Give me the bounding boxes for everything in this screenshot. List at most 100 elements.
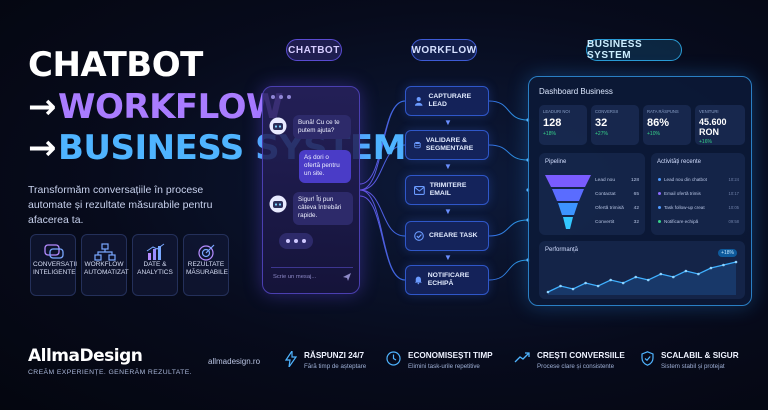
performance-point-0 — [546, 290, 550, 294]
chat-message-bot: Bună! Cu ce te putem ajuta? — [293, 115, 351, 140]
benefit-subtitle: Elimini task-urile repetitive — [408, 363, 480, 370]
workflow-step-capture-lead: CAPTURARE LEAD — [405, 86, 489, 116]
kpi-value: 32 — [595, 117, 608, 129]
feature-tile-workflow: WORKFLOW AUTOMATIZAT — [81, 234, 129, 296]
performance-badge: +18% — [718, 249, 737, 257]
kpi-card-leads: LEADURI NOI 128 +18% — [539, 105, 587, 145]
performance-point-14 — [722, 263, 725, 267]
performance-point-8 — [646, 278, 650, 282]
pipeline-row: Lead nou 128 — [595, 178, 639, 183]
arrow-down-icon: ▼ — [444, 118, 452, 127]
database-icon — [414, 141, 421, 149]
chat-message-user: Aș dori o ofertă pentru un site. — [299, 150, 351, 183]
kpi-value: 45.600 RON — [699, 117, 727, 137]
pipeline-row-label: Convertit — [595, 220, 615, 225]
performance-point-12 — [697, 272, 700, 276]
activity-label: Email ofertă trimis — [664, 191, 701, 196]
arrow-right-icon: → — [28, 87, 57, 127]
benefit-title: CREȘTI CONVERSIILE — [537, 351, 625, 360]
pipeline-row-value: 42 — [633, 206, 639, 211]
benefit-title: RĂSPUNZI 24/7 — [304, 351, 365, 360]
performance-title: Performanță — [545, 247, 579, 253]
funnel-stage-2 — [552, 189, 584, 201]
performance-card: Performanță +18% — [539, 241, 745, 299]
feature-tile-conversations: CONVERSAȚII INTELIGENTE — [30, 234, 78, 296]
bot-avatar-icon — [269, 117, 287, 135]
workflow-step-label: NOTIFICARE ECHIPĂ — [427, 271, 470, 287]
arrow-right-icon: → — [28, 128, 57, 168]
funnel-chart — [545, 175, 591, 229]
bell-icon — [414, 276, 422, 285]
bar-chart-icon — [133, 235, 177, 261]
pipeline-card: Pipeline Lead nou 128 Contactat 65 Ofertă … — [539, 153, 645, 235]
performance-point-15 — [734, 260, 738, 264]
pipeline-row-label: Lead nou — [595, 178, 616, 183]
hero-title-workflow: →WORKFLOW — [28, 87, 284, 127]
workflow-step-label: CREARE TASK — [429, 231, 478, 239]
activity-row: Lead nou din chatbot — [658, 177, 707, 182]
performance-point-11 — [684, 269, 688, 273]
workflow-step-label: CAPTURARE LEAD — [428, 92, 472, 108]
feature-label: WORKFLOW AUTOMATIZAT — [84, 261, 129, 277]
benefit-title: ECONOMISEȘTI TIMP — [408, 351, 493, 360]
performance-point-2 — [571, 287, 575, 291]
activity-row: Task follow-up creat — [658, 205, 705, 210]
feature-tile-analytics: DATE & ANALYTICS — [132, 234, 178, 296]
performance-point-3 — [584, 281, 587, 285]
arrow-down-icon: ▼ — [444, 162, 452, 171]
kpi-delta: +18% — [543, 131, 556, 137]
hero-tagline: Transformăm conversațiile în procese aut… — [28, 184, 213, 227]
pipeline-row-label: Contactat — [595, 192, 616, 197]
funnel-stage-1 — [545, 175, 591, 187]
arrow-down-icon: ▼ — [444, 253, 452, 262]
performance-line-chart — [546, 260, 738, 295]
funnel-stage-4 — [563, 217, 573, 229]
feature-label: CONVERSAȚII INTELIGENTE — [33, 261, 78, 277]
activity-time: 09:58 — [728, 219, 739, 224]
pipeline-row-value: 128 — [630, 178, 639, 183]
activity-label: Lead nou din chatbot — [664, 177, 707, 182]
pipeline-row-value: 65 — [633, 192, 639, 197]
performance-series-line — [547, 261, 737, 293]
trend-up-icon — [514, 352, 530, 363]
brand-tagline: CREĂM EXPERIENȚE. GENERĂM REZULTATE. — [28, 369, 192, 376]
arrow-down-icon: ▼ — [444, 207, 452, 216]
feature-label: DATE & ANALYTICS — [137, 261, 173, 277]
pipeline-row-value: 32 — [633, 220, 639, 225]
performance-point-4 — [596, 284, 600, 288]
kpi-delta: +27% — [595, 131, 608, 137]
performance-point-9 — [659, 272, 663, 276]
activity-card: Activități recente Lead nou din chatbot … — [651, 153, 745, 235]
feature-tile-results: REZULTATE MĂSURABILE — [183, 234, 229, 296]
hero-workflow-text: WORKFLOW — [58, 87, 284, 127]
benefit-subtitle: Sistem stabil și protejat — [661, 363, 725, 370]
section-header-workflow: WORKFLOW — [411, 39, 477, 61]
section-header-chatbot: CHATBOT — [286, 39, 342, 61]
window-controls — [271, 95, 291, 99]
workflow-step-label: TRIMITERE EMAIL — [429, 181, 467, 197]
website-link[interactable]: allmadesign.ro — [208, 357, 261, 366]
kpi-value: 86% — [647, 117, 670, 129]
clock-icon — [386, 351, 401, 366]
bot-avatar-icon — [269, 195, 287, 213]
activity-label: Task follow-up creat — [664, 205, 705, 210]
benefit-save-time: ECONOMISEȘTI TIMP Elimini task-urile repe… — [386, 351, 493, 370]
chat-message-bot: Sigur! Îți pun câteva întrebări rapide. — [293, 192, 353, 225]
funnel-stage-3 — [558, 203, 578, 215]
chat-message-input[interactable]: Scrie un mesaj... — [271, 267, 353, 285]
activity-time: 10:24 — [728, 177, 739, 182]
workflow-step-notify-team: NOTIFICARE ECHIPĂ — [405, 265, 489, 295]
chat-bubbles-icon — [31, 235, 75, 261]
user-icon — [414, 97, 423, 106]
feature-label: REZULTATE MĂSURABILE — [186, 261, 228, 277]
pipeline-title: Pipeline — [545, 159, 567, 165]
send-icon[interactable] — [343, 272, 351, 281]
target-icon — [184, 235, 228, 261]
performance-point-13 — [709, 266, 713, 270]
kpi-label: RATA RĂSPUNS — [647, 109, 679, 114]
activity-label: Notificare echipă — [664, 219, 699, 224]
pipeline-row: Convertit 32 — [595, 220, 639, 225]
